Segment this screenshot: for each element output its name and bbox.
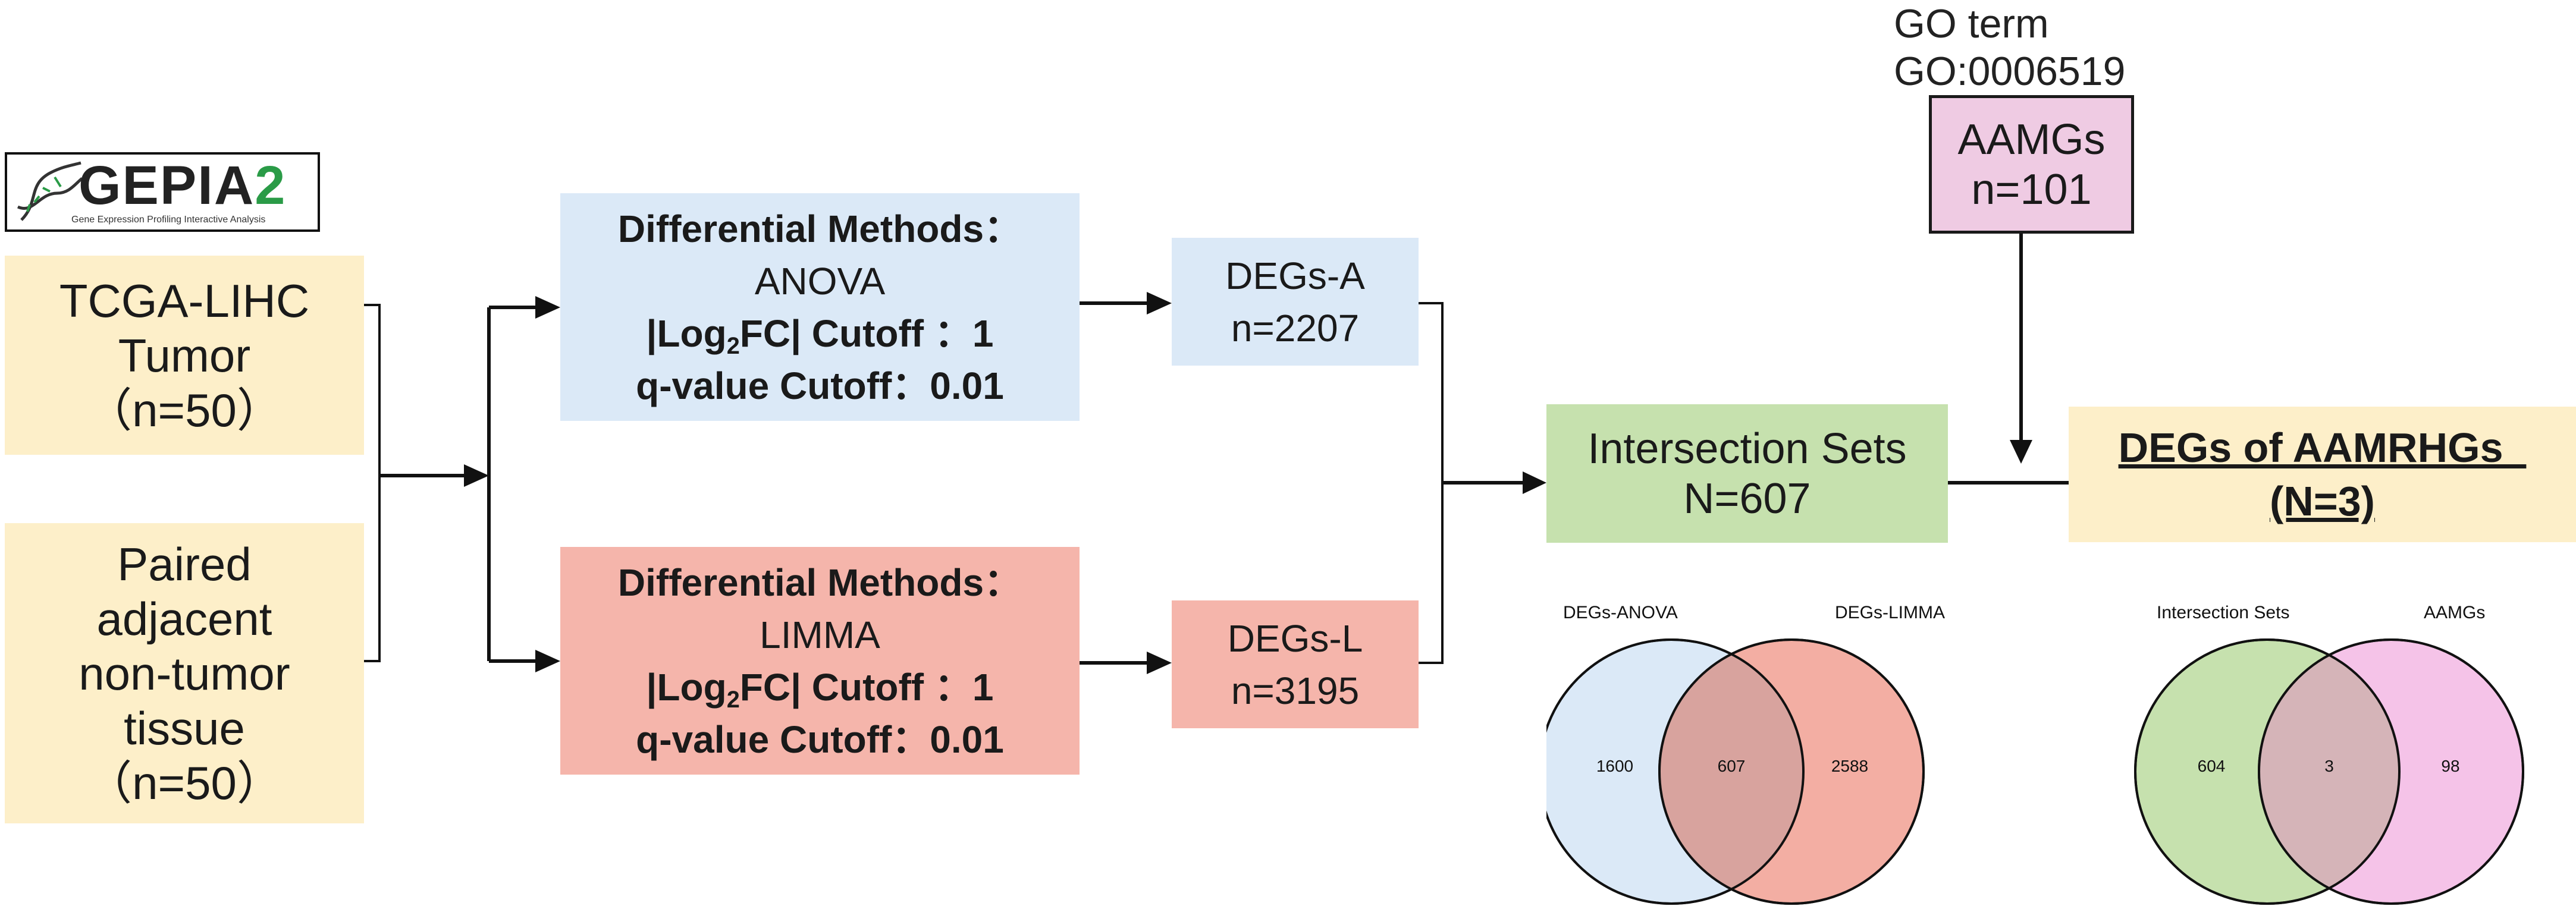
- final-line-2: (N=3): [2270, 478, 2375, 524]
- intersection-box: Intersection Sets N=607: [1546, 404, 1948, 543]
- venn1-overlap: [1659, 640, 1803, 904]
- limma-q-cutoff: q-value Cutoff：0.01: [636, 718, 1004, 761]
- aamgs-box: AAMGs n=101: [1929, 95, 2134, 234]
- intersection-name: Intersection Sets: [1587, 424, 1907, 473]
- venn-degs: DEGs-ANOVA DEGs-LIMMA 1600 607 2588: [1546, 603, 1945, 905]
- arrowhead-degs-l: [1147, 652, 1172, 674]
- go-term-line-1: GO term: [1894, 1, 2049, 46]
- venn1-left-only: 1600: [1596, 757, 1633, 775]
- arrowhead-intersection: [1523, 471, 1546, 494]
- limma-method-box: Differential Methods： LIMMA |Log2FC| Cut…: [560, 547, 1080, 775]
- anova-log-cutoff: |Log2FC| Cutoff ：1: [646, 312, 994, 359]
- venn2-right-only: 98: [2441, 757, 2459, 775]
- anova-method-box: Differential Methods： ANOVA |Log2FC| Cut…: [560, 193, 1080, 421]
- tumor-line-2: Tumor: [118, 329, 251, 382]
- tumor-box: TCGA-LIHC Tumor （n=50）: [5, 256, 364, 455]
- go-term-label: GO term GO:0006519: [1894, 0, 2125, 95]
- tumor-line-3: （n=50）: [86, 383, 283, 436]
- final-line-1: DEGs of AAMRHGs: [2118, 424, 2527, 471]
- venn1-right-only: 2588: [1831, 757, 1868, 775]
- limma-method: LIMMA: [760, 613, 880, 656]
- degs-l-name: DEGs-L: [1227, 616, 1363, 660]
- normal-box: Paired adjacent non-tumor tissue （n=50）: [5, 523, 364, 823]
- anova-q-cutoff: q-value Cutoff：0.01: [636, 364, 1004, 407]
- degs-a-name: DEGs-A: [1225, 254, 1365, 297]
- arrowhead-limma: [535, 650, 560, 672]
- degs-l-box: DEGs-L n=3195: [1172, 600, 1419, 728]
- logo-version: 2: [255, 155, 287, 216]
- go-term-line-2: GO:0006519: [1894, 49, 2126, 94]
- logo-name: GEPIA: [79, 155, 255, 216]
- connector-tumor: [364, 304, 381, 662]
- normal-line-4: tissue: [124, 701, 245, 754]
- normal-line-5: （n=50）: [86, 756, 283, 809]
- arrowhead-merge: [464, 464, 489, 487]
- arrowhead-degs-a: [1147, 292, 1172, 314]
- logo-subtitle: Gene Expression Profiling Interactive An…: [71, 215, 266, 225]
- dna-helix-icon: [17, 161, 83, 221]
- tumor-line-1: TCGA-LIHC: [59, 274, 310, 327]
- normal-line-1: Paired: [117, 537, 252, 590]
- anova-method: ANOVA: [754, 259, 886, 303]
- degs-l-count: n=3195: [1231, 669, 1360, 712]
- intersection-count: N=607: [1683, 474, 1811, 523]
- arrowhead-aamgs: [2010, 440, 2032, 464]
- arrowhead-anova: [535, 296, 560, 319]
- limma-log-cutoff: |Log2FC| Cutoff ：1: [646, 665, 994, 713]
- connector-degs-merge: [1419, 302, 1444, 664]
- aamgs-count: n=101: [1971, 165, 2092, 213]
- normal-line-2: adjacent: [96, 592, 272, 645]
- venn1-left-label: DEGs-ANOVA: [1563, 603, 1678, 622]
- final-result-box: DEGs of AAMRHGs (N=3): [2069, 407, 2576, 542]
- normal-line-3: non-tumor: [79, 647, 290, 700]
- venn-final: Intersection Sets AAMGs 604 3 98: [2134, 603, 2524, 905]
- degs-a-box: DEGs-A n=2207: [1172, 238, 1419, 366]
- venn2-right-label: AAMGs: [2424, 603, 2485, 622]
- anova-heading: Differential Methods：: [617, 207, 1022, 250]
- venn1-overlap-count: 607: [1718, 757, 1746, 775]
- venn2-overlap-count: 3: [2324, 757, 2334, 775]
- venn2-left-only: 604: [2198, 757, 2226, 775]
- logo-title: GEPIA2: [79, 155, 286, 216]
- venn1-right-label: DEGs-LIMMA: [1835, 603, 1945, 622]
- degs-a-count: n=2207: [1231, 306, 1360, 350]
- aamgs-name: AAMGs: [1957, 115, 2106, 163]
- venn2-overlap: [2259, 640, 2399, 904]
- venn2-left-label: Intersection Sets: [2157, 603, 2289, 622]
- gepia2-logo: GEPIA2 Gene Expression Profiling Interac…: [5, 152, 320, 232]
- limma-heading: Differential Methods：: [617, 561, 1022, 604]
